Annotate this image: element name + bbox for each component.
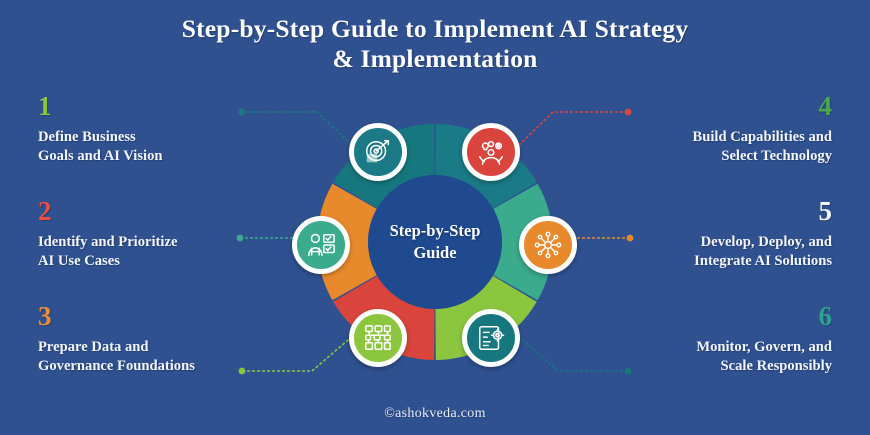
icon-bubble-step-2[interactable] (292, 216, 350, 274)
page-title: Step-by-Step Guide to Implement AI Strat… (0, 14, 870, 74)
icon-bubble-step-6[interactable] (462, 309, 520, 367)
step-number-2: 2 (38, 196, 52, 226)
step-item-4[interactable]: 4 Build Capabilities and Select Technolo… (582, 92, 832, 166)
target-arrow-icon (363, 137, 393, 167)
donut-center-label: Step-by-Step Guide (389, 221, 481, 262)
icon-bubble-step-4[interactable] (462, 123, 520, 181)
data-network-icon (363, 323, 393, 353)
step-item-6[interactable]: 6 Monitor, Govern, and Scale Responsibly (582, 302, 832, 376)
step-number-6: 6 (818, 301, 833, 331)
step-number-3: 3 (38, 301, 52, 331)
icon-bubble-step-5[interactable] (519, 216, 577, 274)
neural-network-icon (533, 230, 563, 260)
step-label-5: Develop, Deploy, and Integrate AI Soluti… (694, 234, 832, 269)
step-label-6: Monitor, Govern, and Scale Responsibly (696, 339, 832, 374)
step-label-1: Define Business Goals and AI Vision (38, 129, 163, 164)
step-label-2: Identify and Prioritize AI Use Cases (38, 234, 178, 269)
icon-bubble-step-1[interactable] (349, 123, 407, 181)
watermark-text: ©ashokveda.com (384, 406, 486, 421)
idea-person-gear-icon (476, 137, 506, 167)
step-item-5[interactable]: 5 Develop, Deploy, and Integrate AI Solu… (582, 197, 832, 271)
step-item-1[interactable]: 1 Define Business Goals and AI Vision (38, 92, 288, 166)
step-number-1: 1 (38, 91, 52, 121)
title-line-2: & Implementation (332, 44, 538, 73)
step-label-3: Prepare Data and Governance Foundations (38, 339, 195, 374)
step-number-4: 4 (818, 91, 833, 121)
document-gear-icon (476, 323, 506, 353)
step-item-3[interactable]: 3 Prepare Data and Governance Foundation… (38, 302, 288, 376)
step-number-5: 5 (818, 196, 833, 226)
step-item-2[interactable]: 2 Identify and Prioritize AI Use Cases (38, 197, 288, 271)
donut-hub (368, 175, 502, 309)
step-label-4: Build Capabilities and Select Technology (692, 129, 832, 164)
title-line-1: Step-by-Step Guide to Implement AI Strat… (181, 14, 689, 43)
icon-bubble-step-3[interactable] (349, 309, 407, 367)
person-checklist-icon (306, 230, 336, 260)
